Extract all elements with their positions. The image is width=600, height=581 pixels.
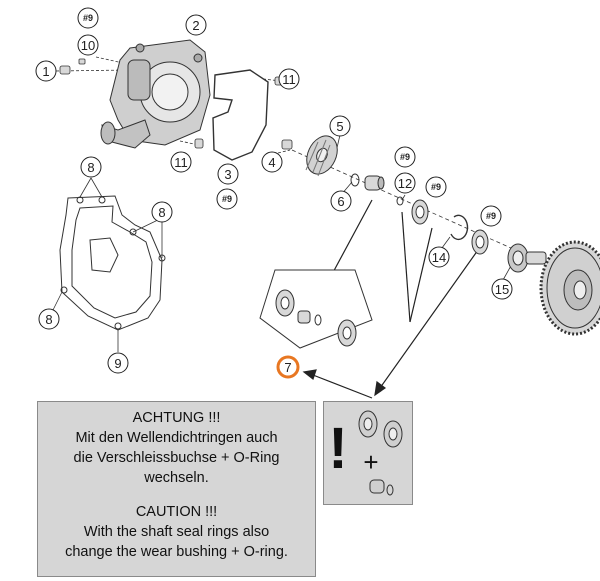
svg-text:11: 11 [174,155,188,170]
svg-text:14: 14 [432,250,446,265]
warning-title-de: ACHTUNG !!! [132,410,221,426]
exclamation-icon: ! [328,416,347,481]
callout-1: 1 [35,60,57,82]
svg-text:12: 12 [398,176,412,191]
svg-text:11: 11 [282,72,296,87]
pump-cover [100,39,211,149]
callout-8c: 8 [38,308,60,330]
kit-inset [259,269,373,349]
svg-text:2: 2 [192,18,199,33]
callout-3: 3 [217,163,239,185]
svg-text:7: 7 [284,360,291,375]
warning-text-de-3: wechseln. [144,470,209,486]
callout-8a: 8 [80,156,102,178]
warning-german: ACHTUNG !!! Mit den Wellendichtringen au… [38,408,315,488]
callout-11a: 11 [278,68,300,90]
svg-text:#9: #9 [222,194,232,204]
svg-text:8: 8 [45,312,52,327]
callout-hash9-c: #9 [394,146,416,168]
shaft-parts [350,173,547,273]
svg-text:#9: #9 [431,182,441,192]
svg-text:6: 6 [337,194,344,209]
callout-2: 2 [185,14,207,36]
leader-lines [51,56,561,352]
svg-text:8: 8 [158,205,165,220]
callout-hash9-b: #9 [216,188,238,210]
callout-5: 5 [329,115,351,137]
callout-hash9-d: #9 [425,176,447,198]
warning-text-en-1: With the shaft seal rings also [83,524,270,540]
gasket [212,69,269,161]
callout-hash9-e: #9 [480,205,502,227]
callout-6: 6 [330,190,352,212]
gear [539,240,600,336]
svg-text:8: 8 [87,160,94,175]
svg-text:3: 3 [224,167,231,182]
warning-text-en-2: change the wear bushing + O-ring. [65,544,288,560]
warning-text-de-2: die Verschleissbuchse + O-Ring [73,450,280,466]
callout-10: 10 [77,34,99,56]
callout-7-highlighted: 7 [276,355,300,379]
callout-9: 9 [107,352,129,374]
warning-title-en: CAUTION !!! [135,504,218,520]
callout-11b: 11 [170,151,192,173]
svg-text:10: 10 [81,38,95,53]
svg-text:#9: #9 [486,211,496,221]
kit-icons: ! + [328,410,403,496]
side-gasket [59,195,166,331]
callout-8b: 8 [151,201,173,223]
svg-text:4: 4 [268,155,275,170]
svg-text:5: 5 [336,119,343,134]
kit-box: ! + [323,401,413,505]
callout-15: 15 [491,278,513,300]
svg-text:#9: #9 [83,13,93,23]
callouts: 1 2 3 4 5 6 8 8 8 9 10 11 11 12 14 15 #9… [35,7,513,379]
callout-14: 14 [428,246,450,268]
callout-12: 12 [394,172,416,194]
warning-text-de-1: Mit den Wellendichtringen auch [75,430,278,446]
svg-text:1: 1 [42,64,49,79]
warning-box: ACHTUNG !!! Mit den Wellendichtringen au… [37,401,316,577]
svg-text:15: 15 [495,282,509,297]
plus-icon: + [363,447,378,477]
impeller [305,135,338,177]
svg-text:#9: #9 [400,152,410,162]
svg-text:9: 9 [114,356,121,371]
warning-english: CAUTION !!! With the shaft seal rings al… [38,502,315,562]
arrows [302,199,479,399]
callout-4: 4 [261,151,283,173]
callout-hash9-a: #9 [77,7,99,29]
